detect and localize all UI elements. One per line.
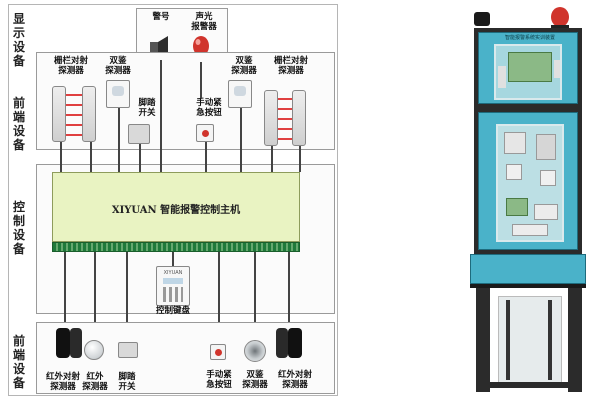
foot-switch-bottom-label: 脚踏 开关 xyxy=(118,372,136,392)
beam-detector-left-b-icon xyxy=(82,86,96,142)
cabinet-desk xyxy=(470,254,586,284)
beam-detector-left-a-icon xyxy=(52,86,66,142)
diagram-frame xyxy=(8,4,338,396)
siren-label: 警号 xyxy=(152,12,170,22)
cabinet-leg-right xyxy=(568,288,582,392)
control-keypad-icon: XIYUAN xyxy=(156,266,190,306)
beam-left-label: 栅栏对射 探测器 xyxy=(53,56,88,76)
ir-beam-right-b-icon xyxy=(288,328,302,358)
section-label-front-bottom: 前端 设备 xyxy=(12,334,25,390)
dual-left-label: 双鉴 探测器 xyxy=(105,56,131,76)
manual-button-top-icon xyxy=(196,124,214,142)
cabinet-leg-left xyxy=(476,288,490,392)
section-label-control: 控制 设备 xyxy=(12,200,25,256)
dual-detector-bottom-label: 双鉴 探测器 xyxy=(242,370,268,390)
ir-beam-right-label: 红外对射 探测器 xyxy=(277,370,312,390)
ir-detector-label: 红外 探测器 xyxy=(82,372,108,392)
dual-detector-right-icon xyxy=(228,80,252,108)
section-label-display: 显示 设备 xyxy=(12,12,25,68)
manual-button-label: 手动紧 急按钮 xyxy=(196,98,222,118)
ir-beam-left-label: 红外对射 探测器 xyxy=(45,372,80,392)
beam-right-label: 栅栏对射 探测器 xyxy=(273,56,308,76)
controller-title: XIYUAN 智能报警控制主机 xyxy=(111,205,241,216)
manual-button-bottom-icon xyxy=(210,344,226,360)
beam-detector-right-b-icon xyxy=(292,90,306,146)
ir-beam-left-b-icon xyxy=(70,328,82,358)
beam-detector-right-a-icon xyxy=(264,90,278,146)
dual-detector-bottom-icon xyxy=(244,340,266,362)
foot-switch-top-icon xyxy=(128,124,150,144)
cabinet-camera-icon xyxy=(474,12,490,26)
keypad-brand: XIYUAN xyxy=(163,270,183,276)
cabinet-main-board xyxy=(508,52,552,82)
manual-button-bottom-label: 手动紧 急按钮 xyxy=(206,370,232,390)
foot-switch-label: 脚踏 开关 xyxy=(138,98,156,118)
dual-right-label: 双鉴 探测器 xyxy=(231,56,257,76)
ir-beam-left-a-icon xyxy=(56,328,70,358)
cabinet-header-label: 智能报警系统实训装置 xyxy=(504,35,555,41)
section-label-front-top: 前端 设备 xyxy=(12,96,25,152)
ir-beam-right-a-icon xyxy=(276,328,288,358)
dual-detector-left-icon xyxy=(106,80,130,108)
ir-detector-icon xyxy=(84,340,104,360)
keypad-label: 控制键盘 xyxy=(155,306,190,316)
alarm-control-host: XIYUAN 智能报警控制主机 xyxy=(52,172,300,242)
foot-switch-bottom-icon xyxy=(118,342,138,358)
strobe-label: 声光 报警器 xyxy=(191,12,217,32)
terminal-block xyxy=(52,242,300,252)
